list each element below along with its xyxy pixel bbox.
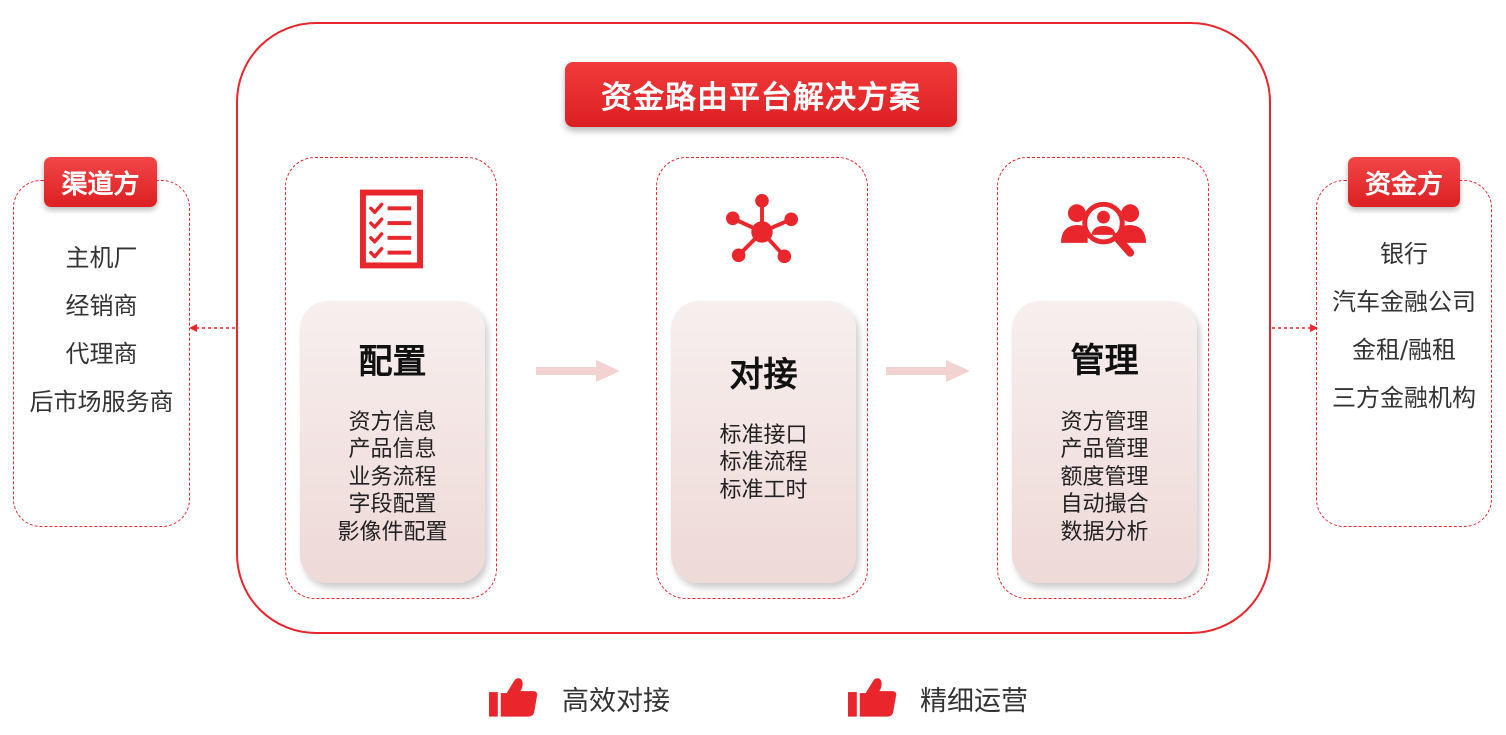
platform-title: 资金路由平台解决方案 — [565, 62, 957, 127]
module-integration: 对接 标准接口 标准流程 标准工时 — [656, 157, 868, 599]
module-title: 管理 — [1070, 341, 1139, 381]
funder-list: 银行 汽车金融公司 金租/融租 三方金融机构 — [1317, 230, 1491, 422]
channel-item: 代理商 — [65, 340, 138, 368]
module-item-list: 资方信息 产品信息 业务流程 字段配置 影像件配置 — [300, 409, 485, 546]
module-item: 数据分析 — [1060, 519, 1149, 545]
funder-item: 三方金融机构 — [1332, 384, 1476, 412]
channel-item: 经销商 — [65, 292, 138, 320]
thumbs-up-icon — [848, 678, 897, 717]
network-hub-icon — [725, 193, 799, 264]
funder-panel: 银行 汽车金融公司 金租/融租 三方金融机构 — [1316, 180, 1492, 527]
module-item: 自动撮合 — [1060, 492, 1149, 518]
module-item: 标准接口 — [719, 423, 808, 448]
platform-frame — [236, 22, 1271, 634]
module-item: 资方管理 — [1060, 410, 1149, 435]
funder-item: 汽车金融公司 — [1332, 288, 1476, 316]
module-title: 对接 — [729, 355, 798, 395]
funder-item: 银行 — [1380, 240, 1428, 268]
module-item: 业务流程 — [348, 464, 437, 490]
flow-arrow — [886, 360, 970, 382]
module-item-list: 标准接口 标准流程 标准工时 — [671, 422, 856, 504]
channel-badge: 渠道方 — [44, 157, 157, 207]
channel-item: 主机厂 — [65, 244, 138, 272]
flow-arrow — [536, 360, 620, 382]
user-search-icon — [1061, 201, 1146, 257]
thumbs-up-icon — [489, 678, 538, 717]
module-card: 管理 资方管理 产品管理 额度管理 自动撮合 数据分析 — [1012, 301, 1197, 583]
channel-list: 主机厂 经销商 代理商 后市场服务商 — [14, 234, 189, 426]
benefit-label: 高效对接 — [562, 686, 670, 717]
module-item-list: 资方管理 产品管理 额度管理 自动撮合 数据分析 — [1012, 409, 1197, 546]
module-item: 标准流程 — [719, 450, 808, 476]
module-title: 配置 — [358, 342, 427, 382]
module-item: 产品信息 — [348, 437, 437, 463]
funder-badge: 资金方 — [1348, 157, 1460, 207]
module-item: 影像件配置 — [337, 519, 448, 545]
funder-dashed-arrow — [1272, 324, 1318, 332]
checklist-icon — [360, 189, 423, 269]
module-item: 产品管理 — [1060, 437, 1149, 463]
module-item: 标准工时 — [719, 477, 808, 503]
channel-panel: 主机厂 经销商 代理商 后市场服务商 — [13, 180, 190, 527]
module-card: 配置 资方信息 产品信息 业务流程 字段配置 影像件配置 — [300, 301, 485, 583]
module-item: 字段配置 — [348, 492, 437, 518]
funder-item: 金租/融租 — [1351, 336, 1457, 364]
module-config: 配置 资方信息 产品信息 业务流程 字段配置 影像件配置 — [285, 157, 497, 599]
module-item: 资方信息 — [348, 410, 437, 435]
channel-item: 后市场服务商 — [29, 388, 174, 416]
module-management: 管理 资方管理 产品管理 额度管理 自动撮合 数据分析 — [997, 157, 1209, 599]
benefit-label: 精细运营 — [920, 686, 1028, 717]
module-card: 对接 标准接口 标准流程 标准工时 — [671, 301, 856, 583]
module-item: 额度管理 — [1060, 464, 1149, 490]
channel-dashed-arrow — [189, 324, 235, 332]
